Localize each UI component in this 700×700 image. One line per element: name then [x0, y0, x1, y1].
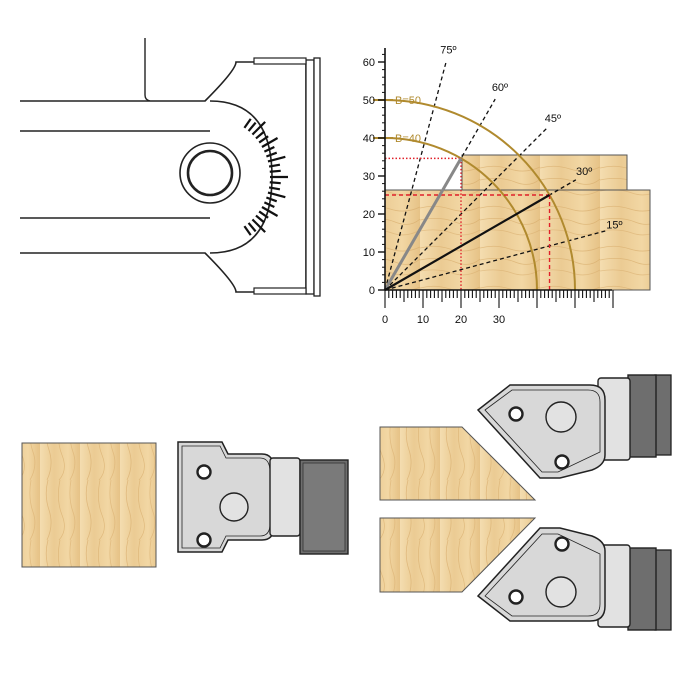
x-tick-label: 0: [382, 314, 388, 326]
scale-tick: [255, 130, 266, 140]
angle-label: 45º: [545, 113, 561, 125]
scale-tick: [263, 145, 275, 153]
scale-tick: [268, 186, 281, 191]
scale-tick: [243, 118, 252, 129]
scale-tick: [269, 169, 281, 173]
y-tick-label: 0: [369, 285, 375, 297]
scale-tick: [247, 222, 257, 233]
x-tick-label: 30: [493, 314, 505, 326]
scale-tick: [261, 206, 279, 217]
cut-line: [383, 157, 463, 291]
angle-line: [384, 62, 447, 291]
knife-lower: [476, 527, 672, 631]
degree-scale-ticks: [243, 118, 288, 236]
guide-lines: [385, 157, 551, 290]
knife-profile: [177, 441, 349, 555]
setup-bevel: [379, 374, 672, 631]
y-axis-ticks: 0 10 20 30 40 50 60: [363, 53, 385, 297]
y-tick-label: 60: [363, 57, 375, 69]
scale-tick: [267, 191, 286, 199]
radius-arc: [384, 99, 576, 291]
y-tick-label: 10: [363, 247, 375, 259]
scale-tick: [263, 201, 275, 209]
angle-label: 15º: [606, 220, 622, 232]
y-tick-label: 30: [363, 171, 375, 183]
angle-label: 75º: [440, 44, 456, 56]
scale-tick: [266, 196, 278, 203]
radius-arcs: B=50B=40: [373, 95, 576, 291]
scale-tick: [258, 210, 269, 219]
knife-upper: [476, 374, 672, 479]
arc-label: B=40: [395, 133, 421, 145]
scale-tick: [247, 121, 257, 132]
radius-arc: [384, 137, 538, 291]
y-tick-label: 20: [363, 209, 375, 221]
angle-label: 30º: [576, 166, 592, 178]
scale-tick: [268, 163, 281, 168]
bore-inner: [186, 149, 234, 197]
scale-tick: [258, 135, 269, 144]
y-tick-label: 50: [363, 95, 375, 107]
wood-bevel-upper: [379, 426, 537, 501]
angle-label: 60º: [492, 82, 508, 94]
scale-tick: [269, 181, 281, 185]
scale-tick: [261, 137, 279, 148]
cut-line: [384, 194, 551, 291]
arc-label: B=50: [395, 95, 421, 107]
scale-tick: [251, 218, 266, 233]
cut-lines: [383, 157, 551, 291]
scale-tick: [266, 151, 278, 158]
scale-tick: [267, 155, 286, 163]
x-tick-label: 10: [417, 314, 429, 326]
y-tick-label: 40: [363, 133, 375, 145]
x-tick-label: 20: [455, 314, 467, 326]
cutter-head-top-view: [20, 38, 321, 297]
scale-tick: [251, 121, 266, 136]
wood-bevel-lower: [379, 517, 537, 593]
scale-tick: [255, 214, 266, 224]
wood-block: [21, 442, 157, 568]
bevel-angle-chart: 75º 60º 45º 30º 15º B=50B=40 0 10 20 30 40 50 60 0…: [363, 44, 651, 326]
ruler-ticks: [384, 290, 614, 308]
setup-straight: [21, 441, 349, 568]
scale-tick: [243, 225, 252, 236]
x-axis-ticks: 0 10 20 30: [382, 314, 505, 326]
wood-board-lower: [384, 189, 651, 291]
